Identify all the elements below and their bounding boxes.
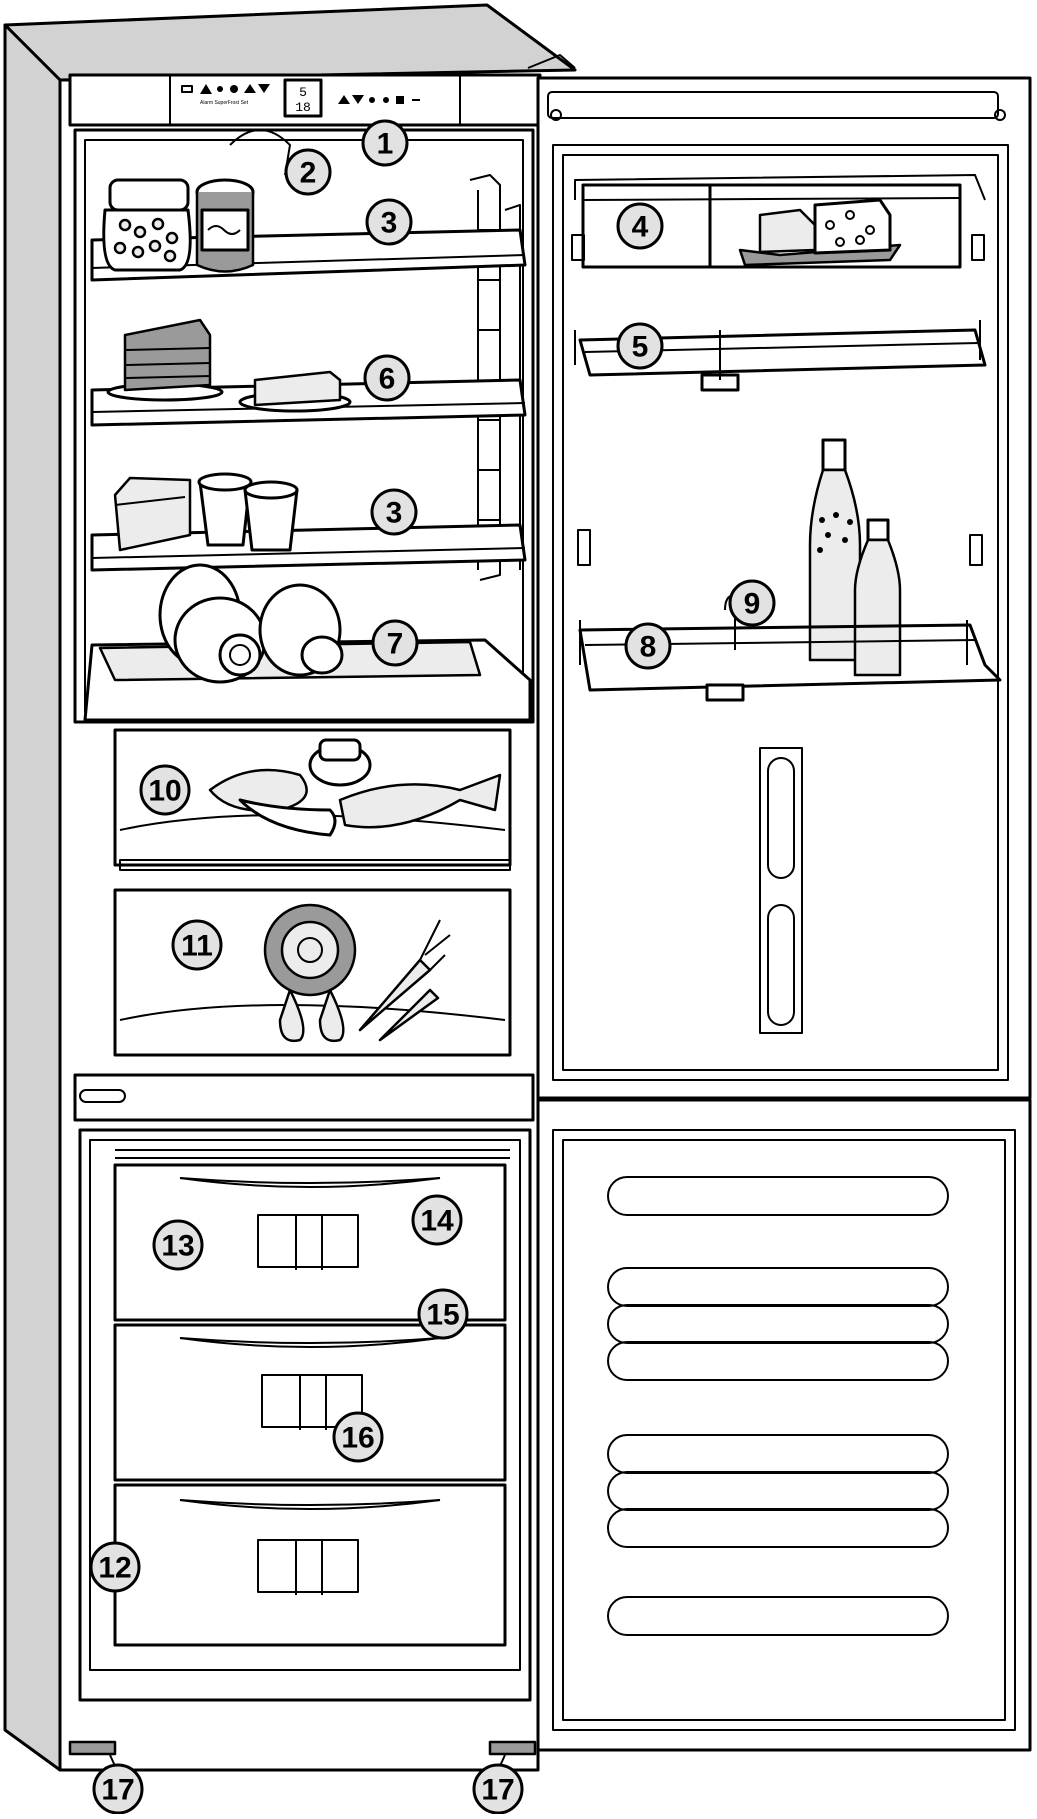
- callout-2: 2: [284, 148, 332, 196]
- foot-left: [68, 1740, 117, 1756]
- compartment-divider: [73, 1073, 535, 1122]
- freezer-drawer-3[interactable]: [113, 1483, 507, 1647]
- fridge-interior: [73, 128, 535, 724]
- callout-4: 4: [616, 202, 664, 250]
- freezer-door-panel[interactable]: [536, 1098, 1032, 1752]
- power-icon: [181, 85, 193, 93]
- display-top-value: 5: [299, 85, 307, 100]
- freezer-interior: [78, 1128, 532, 1702]
- callout-6: 6: [363, 354, 411, 402]
- callout-9-label: 9: [744, 588, 761, 621]
- callout-15-label: 15: [426, 1299, 459, 1332]
- foot-right: [488, 1740, 537, 1756]
- callout-13: 13: [152, 1219, 204, 1271]
- display-bottom-value: 18: [295, 100, 311, 115]
- callout-17-left-label: 17: [101, 1774, 134, 1807]
- callout-3-lower-label: 3: [386, 497, 403, 530]
- callout-17-right-label: 17: [481, 1774, 514, 1807]
- door-vent: [759, 747, 803, 1034]
- callout-11-label: 11: [181, 930, 213, 963]
- butter-and-yogurt: [113, 472, 299, 552]
- freezer-drawer-2[interactable]: [113, 1323, 507, 1482]
- callout-2-label: 2: [300, 157, 317, 190]
- callout-13-label: 13: [161, 1230, 194, 1263]
- feet: [68, 1740, 537, 1756]
- callout-3-top: 3: [365, 198, 413, 246]
- callout-9: 9: [728, 579, 776, 627]
- callout-10-label: 10: [148, 775, 181, 808]
- superfrost-button[interactable]: [217, 86, 223, 92]
- callout-11: 11: [171, 919, 223, 971]
- cabinet-side-panel: [3, 23, 62, 1772]
- callout-17-right: 17: [472, 1754, 524, 1815]
- cabinet-top: [3, 3, 577, 82]
- callout-6-label: 6: [379, 363, 396, 396]
- down-arrow-icon[interactable]: [258, 84, 270, 93]
- callout-7: 7: [371, 619, 419, 667]
- door-top-rail: [547, 91, 999, 119]
- superfreeze-button[interactable]: [383, 97, 389, 103]
- alarm-icon: [200, 84, 212, 94]
- up-arrow-icon[interactable]: [244, 84, 256, 93]
- freezer-door: [536, 1098, 1032, 1752]
- callout-10: 10: [139, 764, 191, 816]
- freezer-compartment: [78, 1128, 532, 1702]
- callout-7-label: 7: [387, 628, 404, 661]
- callout-12-label: 12: [98, 1552, 131, 1585]
- callout-1: 1: [361, 119, 409, 167]
- callout-4-label: 4: [632, 211, 649, 244]
- callout-3-top-label: 3: [381, 207, 398, 240]
- shelf-rail: [469, 174, 501, 581]
- callout-3-lower: 3: [370, 488, 418, 536]
- jar-and-can: [102, 178, 255, 273]
- vegetable-drawer: [113, 888, 512, 1057]
- control-panel-detail: Alarm SuperFrost Set 5 18: [181, 78, 420, 118]
- callout-5: 5: [616, 322, 664, 370]
- holiday-button[interactable]: [396, 96, 404, 104]
- lying-bottles: [158, 563, 344, 684]
- callout-14-label: 14: [420, 1205, 454, 1238]
- callout-5-label: 5: [632, 331, 649, 364]
- svg-text:Alarm SuperFrost Set: Alarm SuperFrost Set: [200, 100, 249, 106]
- ventilation-button[interactable]: [369, 97, 375, 103]
- callout-16-label: 16: [341, 1422, 374, 1455]
- fridge-door-liner: [552, 144, 1009, 1081]
- cake-and-cheese: [106, 318, 352, 413]
- callout-14: 14: [411, 1194, 463, 1246]
- temperature-display: [283, 78, 323, 118]
- callout-8-label: 8: [640, 631, 657, 664]
- up-arrow-icon-2[interactable]: [338, 95, 350, 104]
- callout-8: 8: [624, 622, 672, 670]
- callout-12: 12: [89, 1541, 141, 1593]
- callout-16: 16: [332, 1411, 384, 1463]
- callout-1-label: 1: [377, 128, 394, 161]
- callout-17-left: 17: [92, 1754, 144, 1815]
- down-arrow-icon-2[interactable]: [352, 95, 364, 104]
- vegetable-drawer-frame: [113, 888, 512, 1057]
- light-housing: [229, 129, 291, 176]
- meat-fish-drawer-frame: [113, 728, 512, 867]
- setting-button[interactable]: [230, 85, 238, 93]
- meat-fish-drawer: [113, 728, 512, 871]
- fridge-door: [527, 54, 1032, 1100]
- callout-15: 15: [417, 1288, 469, 1340]
